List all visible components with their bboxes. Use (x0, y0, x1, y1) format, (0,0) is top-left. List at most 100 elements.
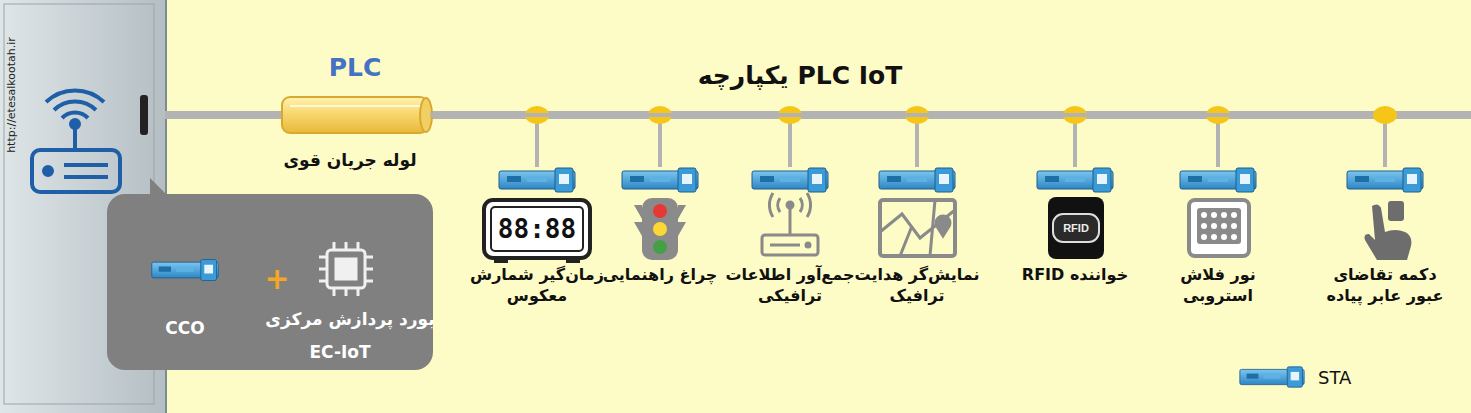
cpu-icon-part (319, 268, 327, 271)
strobe-dot (1231, 212, 1237, 218)
strobe-icon-part (1189, 200, 1249, 256)
traffic-light-icon-part (653, 204, 667, 218)
plus-sign: + (264, 262, 289, 295)
module-label: CCO (165, 318, 204, 338)
cpu-icon-part (365, 280, 373, 283)
strobe-icon-part (1197, 208, 1241, 244)
timer-icon-part (566, 258, 580, 263)
collector-icon-part (806, 243, 810, 247)
router-icon-part (54, 101, 96, 110)
timer-digits: 88:88 (498, 215, 576, 244)
sta-modules-part (1347, 168, 1423, 192)
strobe-dot (1201, 223, 1207, 229)
router-icon-part (44, 167, 52, 175)
strobe-dot (1221, 212, 1227, 218)
device-label: نمایش‌گر هدایت ترافیک (850, 265, 984, 307)
collector-icon-part (778, 198, 780, 212)
strobe-icon (1189, 200, 1249, 256)
collector-icon-part (769, 193, 773, 217)
strobe-dot (1211, 223, 1217, 229)
device-box: نمایش‌گر هدایت ترافیک (850, 165, 984, 307)
sta-modules-part (1037, 168, 1113, 192)
sta-modules (499, 168, 1423, 192)
connector-line (430, 115, 1385, 167)
router-icon-part (64, 175, 108, 179)
power-tube (282, 97, 432, 133)
cpu-icon-part (365, 256, 373, 259)
sta-modules-part (1180, 168, 1256, 192)
traffic-light-icon (634, 198, 686, 260)
router-icon-part (71, 120, 79, 128)
sta-modules-part (622, 168, 698, 192)
device-box: چراغ راهنمایی (593, 165, 727, 286)
tube-label: لوله جریان قوی (283, 150, 416, 170)
strobe-dot (1201, 234, 1207, 240)
timer-icon (484, 200, 590, 263)
rfid-icon-part (1048, 197, 1104, 259)
board-label: بورد پردازش مرکزی (265, 309, 434, 329)
board-label: EC-IoT (309, 342, 370, 362)
router-icon-part (46, 90, 104, 102)
router-icon (32, 90, 120, 192)
strobe-dot (1231, 234, 1237, 240)
device-box: نور فلاش استروبی (1151, 165, 1285, 307)
collector-icon-part (787, 202, 793, 208)
bus-connector (430, 106, 1397, 167)
cpu-icon-part (357, 242, 360, 250)
strobe-dot (1221, 223, 1227, 229)
cpu-icon-part (345, 242, 348, 250)
timer-icon-part (494, 258, 508, 263)
cpu-icon-part (327, 250, 365, 288)
device-label: دکمه تقاضای عبور عابر پیاده (1318, 265, 1452, 307)
map-display-icon-part (880, 200, 955, 256)
callout-panel (107, 178, 433, 370)
router-icon-part (64, 163, 108, 167)
callout-panel-part (107, 194, 433, 370)
cpu-icon (319, 242, 373, 296)
device-label: جمع‌آور اطلاعات ترافیکی (723, 265, 857, 307)
connector-line (430, 115, 1218, 167)
connector-line (430, 115, 790, 167)
connector-line (430, 115, 917, 167)
device-label: چراغ راهنمایی (593, 265, 727, 286)
sta-modules-part (752, 168, 828, 192)
cpu-icon-part (333, 242, 336, 250)
collector-icon-part (762, 235, 818, 255)
device-box: دکمه تقاضای عبور عابر پیاده (1318, 165, 1452, 307)
router-icon-part (62, 112, 88, 118)
strobe-dot (1211, 234, 1217, 240)
map-display-icon (880, 200, 955, 256)
cpu-icon-part (333, 288, 336, 296)
strobe-dot (1211, 212, 1217, 218)
sta-modules-part (879, 168, 955, 192)
map-display-icon-part (880, 210, 955, 238)
callout-panel-part (152, 260, 219, 281)
junction-dot (1373, 106, 1397, 124)
map-display-icon-part (936, 216, 950, 236)
diagram-title: PLC IoT یکپارچه (698, 61, 903, 90)
timer-icon-part (491, 207, 583, 251)
collector-icon-part (800, 198, 802, 212)
connector-line (430, 115, 1075, 167)
rfid-icon-part (1053, 214, 1099, 242)
strobe-dot (1201, 212, 1207, 218)
traffic-light-icon-part (642, 198, 678, 260)
push-button-icon-part (1365, 204, 1412, 260)
sta-modules-part (499, 168, 575, 192)
connector-line (430, 115, 537, 167)
plc-heading: PLC (329, 53, 382, 82)
legend-label: STA (1318, 367, 1351, 388)
timer-icon-part (484, 200, 590, 258)
collector-icon-part (770, 244, 800, 247)
device-label: زمان‌گیر شمارش معکوس (470, 265, 604, 307)
strobe-dot (1221, 234, 1227, 240)
cabinet-part (140, 95, 148, 135)
strobe-icon-part (1201, 212, 1237, 240)
cpu-icon-part (319, 280, 327, 283)
power-tube-box: PLC لوله جریان قوی (280, 45, 430, 180)
legend-sample (1240, 367, 1304, 387)
device-label: خواننده RFID (1008, 265, 1142, 286)
rfid-text: RFID (1063, 222, 1089, 234)
connector-line (430, 115, 660, 167)
device-box: جمع‌آور اطلاعات ترافیکی (723, 165, 857, 307)
